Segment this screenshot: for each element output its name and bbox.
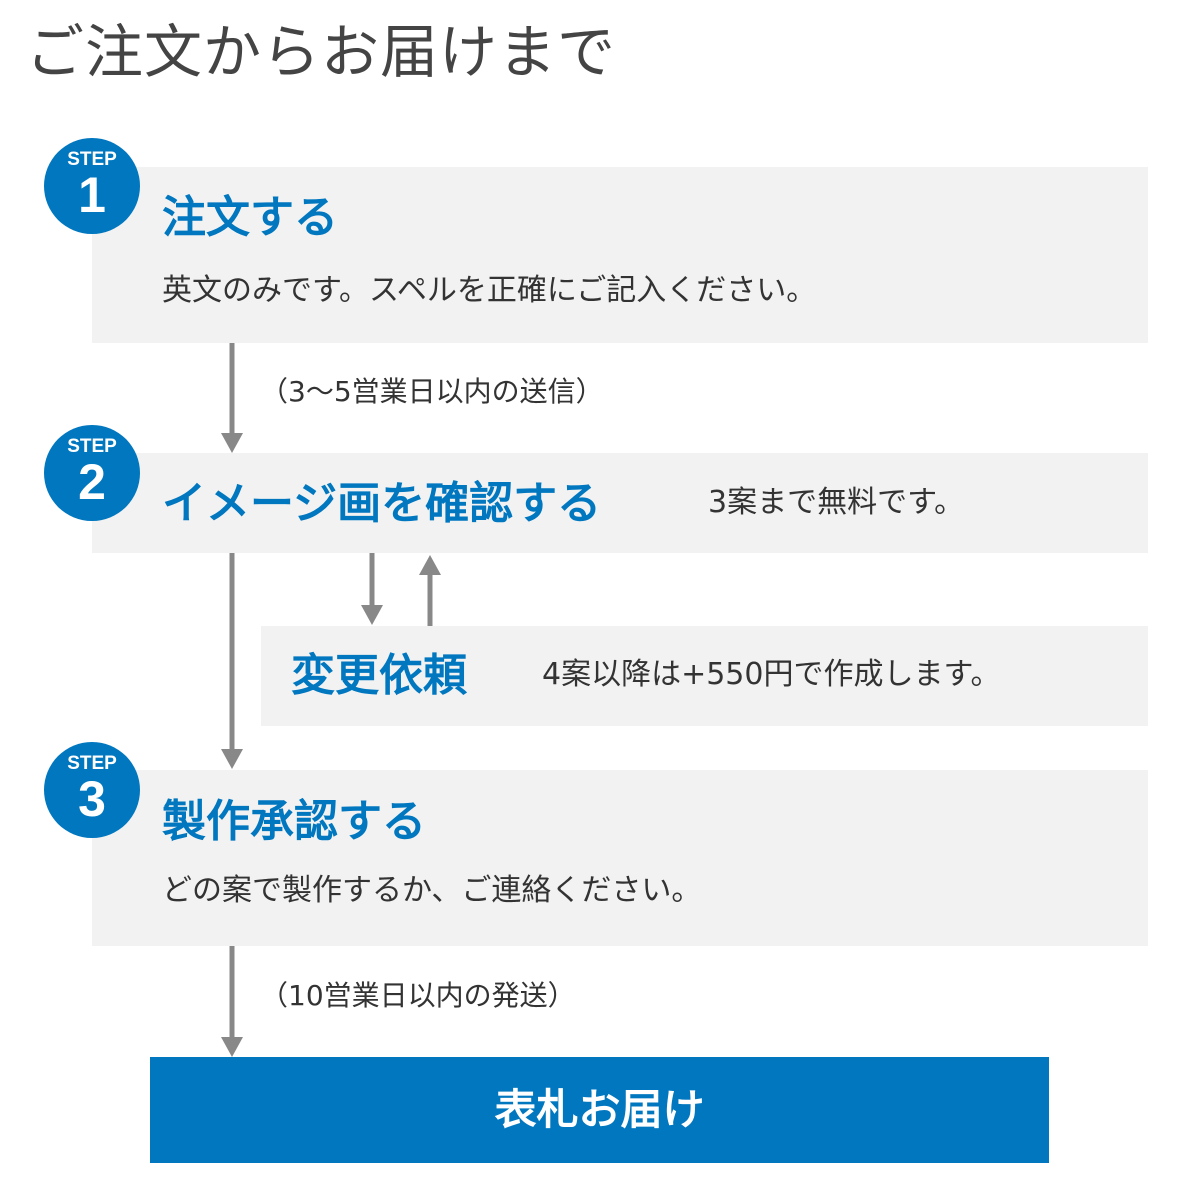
step2-heading: イメージ画を確認する (162, 478, 602, 529)
delivery-note-step1: （3〜5営業日以内の送信） (260, 375, 604, 408)
step-number: 3 (78, 771, 106, 827)
step2-badge: STEP 2 (44, 425, 140, 521)
arrowhead-down-icon (221, 1037, 243, 1057)
arrowhead-down-icon (361, 605, 383, 625)
step-number: 2 (78, 454, 106, 510)
step3-description: どの案で製作するか、ご連絡ください。 (162, 873, 702, 908)
step2-description: 3案まで無料です。 (708, 485, 965, 520)
step-number: 1 (78, 167, 106, 223)
delivery-note-step3: （10営業日以内の発送） (260, 979, 576, 1012)
step2-box (92, 453, 1148, 553)
delivery-banner: 表札お届け (150, 1057, 1049, 1163)
revision-heading: 変更依頼 (291, 650, 467, 701)
step1-heading: 注文する (162, 192, 338, 243)
step-label: STEP (67, 149, 117, 170)
arrowhead-down-icon (221, 433, 243, 453)
page-title: ご注文からお届けまで (26, 18, 617, 86)
revision-description: 4案以降は+550円で作成します。 (542, 657, 1001, 692)
step-label: STEP (67, 753, 117, 774)
step1-badge: STEP 1 (44, 138, 140, 234)
step3-heading: 製作承認する (162, 796, 426, 847)
arrowhead-up-icon (419, 555, 441, 575)
step-label: STEP (67, 436, 117, 457)
arrowhead-down-icon (221, 749, 243, 769)
revision-box (261, 626, 1148, 726)
step3-box (92, 770, 1148, 946)
step1-description: 英文のみです。スペルを正確にご記入ください。 (162, 273, 817, 308)
step1-box (92, 167, 1148, 343)
step3-badge: STEP 3 (44, 742, 140, 838)
